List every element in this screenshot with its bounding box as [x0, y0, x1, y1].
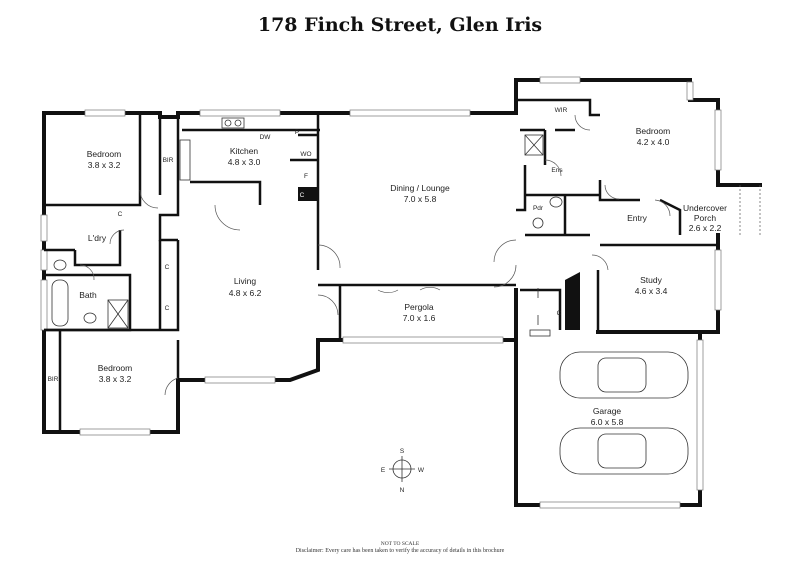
room-bedroom-3-dims: 3.8 x 3.2: [99, 374, 132, 384]
label-p: P: [295, 129, 299, 136]
compass-e: E: [381, 467, 386, 474]
room-study-dims: 4.6 x 3.4: [635, 286, 668, 296]
label-dw: DW: [260, 134, 272, 141]
car-icon: [559, 351, 689, 399]
room-dining-name: Dining / Lounge: [390, 183, 450, 193]
compass-icon: S N E W: [381, 448, 425, 494]
label-c-1: C: [118, 211, 123, 218]
label-c-4: C: [557, 310, 562, 317]
room-bath-name: Bath: [79, 290, 97, 300]
compass-n: N: [400, 487, 405, 494]
room-pergola-name: Pergola: [404, 302, 434, 312]
label-c-3: C: [165, 305, 170, 312]
plan-title: 178 Finch Street, Glen Iris: [257, 14, 543, 36]
room-bedroom-1-dims: 3.8 x 3.2: [88, 160, 121, 170]
room-porch-name-2: Porch: [694, 213, 716, 223]
room-bedroom-1-name: Bedroom: [87, 149, 122, 159]
room-living-dims: 4.8 x 6.2: [229, 288, 262, 298]
room-entry-name: Entry: [627, 213, 648, 223]
room-garage-name: Garage: [593, 406, 622, 416]
room-garage-dims: 6.0 x 5.8: [591, 417, 624, 427]
windows: [40, 76, 722, 509]
label-c-kitchen: C: [300, 192, 305, 199]
scale-note: NOT TO SCALE: [380, 541, 420, 547]
compass-s: S: [400, 448, 405, 455]
room-master-dims: 4.2 x 4.0: [637, 137, 670, 147]
label-c-2: C: [165, 264, 170, 271]
interior-walls: [44, 98, 718, 432]
label-bir-2: BIR: [48, 376, 59, 383]
room-laundry-name: L'dry: [88, 233, 107, 243]
label-wo: WO: [300, 151, 311, 158]
label-f: F: [304, 173, 308, 180]
doors: [79, 114, 761, 396]
label-wir: WIR: [555, 107, 568, 114]
car-icon: [559, 427, 689, 475]
room-kitchen-dims: 4.8 x 3.0: [228, 157, 261, 167]
compass-w: W: [418, 467, 425, 474]
room-pergola-dims: 7.0 x 1.6: [403, 313, 436, 323]
room-dining-dims: 7.0 x 5.8: [404, 194, 437, 204]
room-kitchen-name: Kitchen: [230, 146, 259, 156]
room-bedroom-3-name: Bedroom: [98, 363, 133, 373]
room-living-name: Living: [234, 276, 256, 286]
room-porch-name-1: Undercover: [683, 203, 727, 213]
disclaimer: Disclaimer: Every care has been taken to…: [295, 548, 505, 554]
room-study-name: Study: [640, 275, 662, 285]
room-master-name: Bedroom: [636, 126, 671, 136]
fixtures: [51, 117, 580, 337]
room-porch-dims: 2.6 x 2.2: [689, 223, 722, 233]
label-bir-1: BIR: [163, 157, 174, 164]
label-ens: Ens: [551, 167, 563, 174]
label-pdr: Pdr: [533, 205, 544, 212]
